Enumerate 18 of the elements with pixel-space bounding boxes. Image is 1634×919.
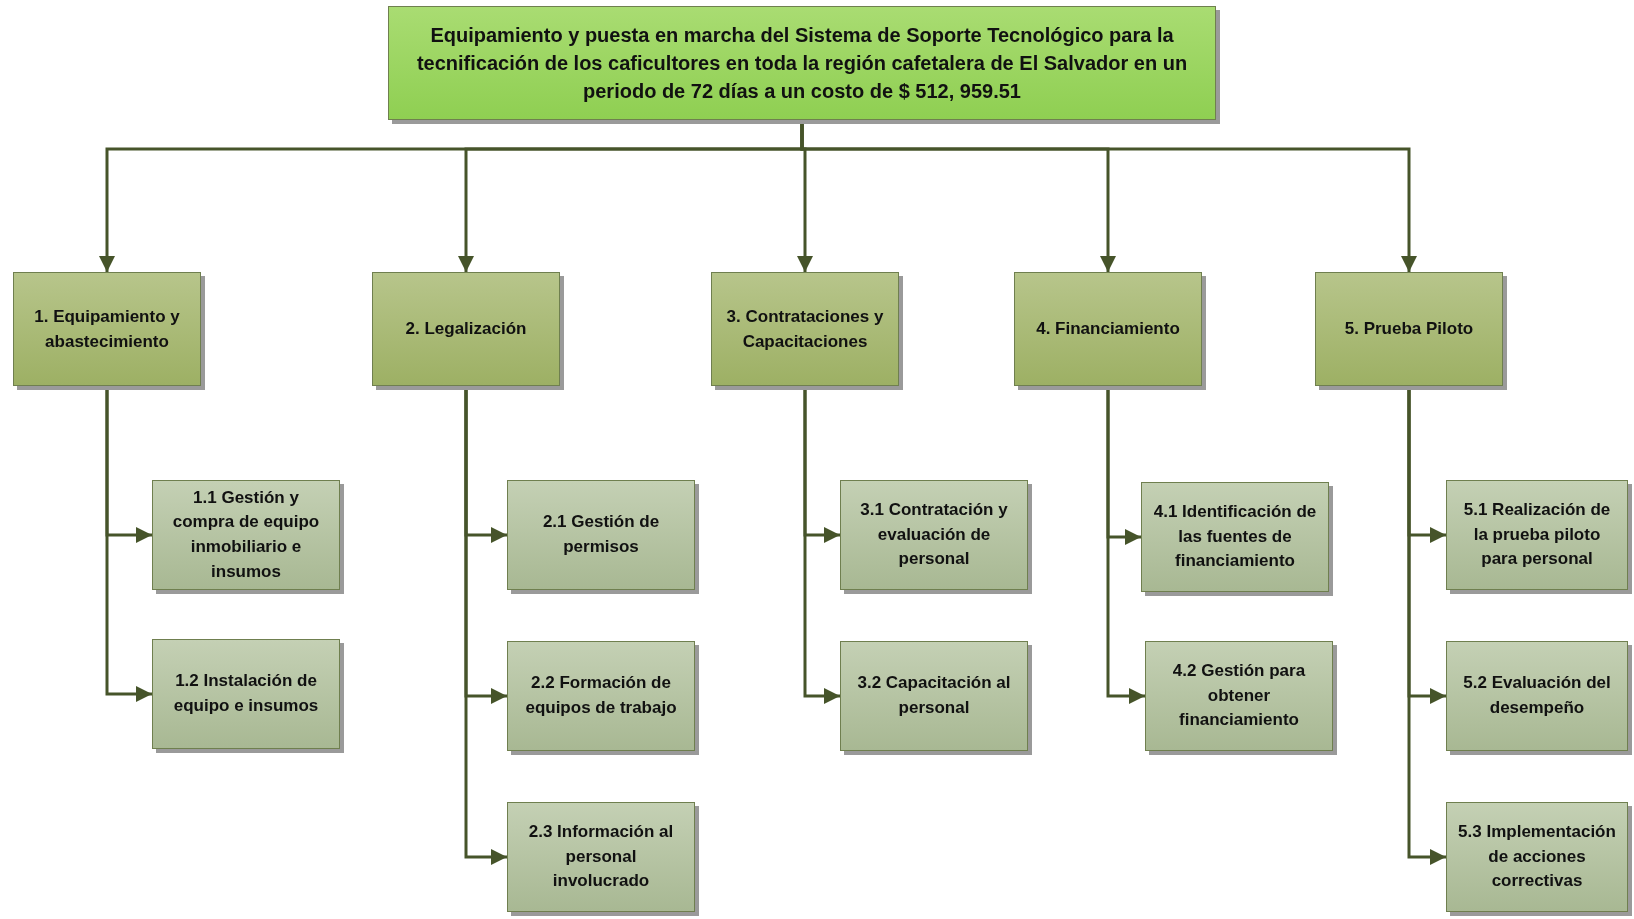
node-text: 4.2 Gestión para obtener financiamiento — [1171, 660, 1307, 732]
node-text: 3. Contrataciones y Capacitaciones — [725, 305, 885, 353]
node-text: 2. Legalización — [405, 318, 527, 341]
node-text: 4.1 Identificación de las fuentes de financiamiento — [1152, 501, 1318, 573]
node-text: 5.3 Implementación de acciones correctivas — [1457, 821, 1617, 893]
node-text: 3.1 Contratación y evaluación de personal — [859, 499, 1009, 571]
node-text: 2.1 Gestión de permisos — [541, 511, 661, 558]
node-text: 1. Equipamiento y abastecimiento — [33, 305, 181, 353]
node-text: 3.2 Capacitación al personal — [856, 672, 1012, 719]
node-text: 1.1 Gestión y compra de equipo inmobiliario e insumos — [171, 486, 321, 583]
node-text: 4. Financiamiento — [1036, 318, 1180, 341]
node-text: 1.2 Instalación de equipo e insumos — [172, 670, 320, 717]
node-text: 5.1 Realización de la prueba piloto para personal — [1462, 499, 1612, 571]
node-text: 5.2 Evaluación del desempeño — [1462, 672, 1612, 719]
node-text: 2.3 Información al personal involucrado — [527, 821, 675, 893]
node-text: 2.2 Formación de equipos de trabajo — [524, 672, 678, 719]
node-text: Equipamiento y puesta en marcha del Sistema de Soporte Tecnológico para la tecnificación de los caficultores en toda la región cafetalera de El Salvador en un periodo de 72 días a un costo de $ 512, 959.51 — [415, 23, 1189, 104]
node-text: 5. Prueba Piloto — [1344, 318, 1474, 341]
